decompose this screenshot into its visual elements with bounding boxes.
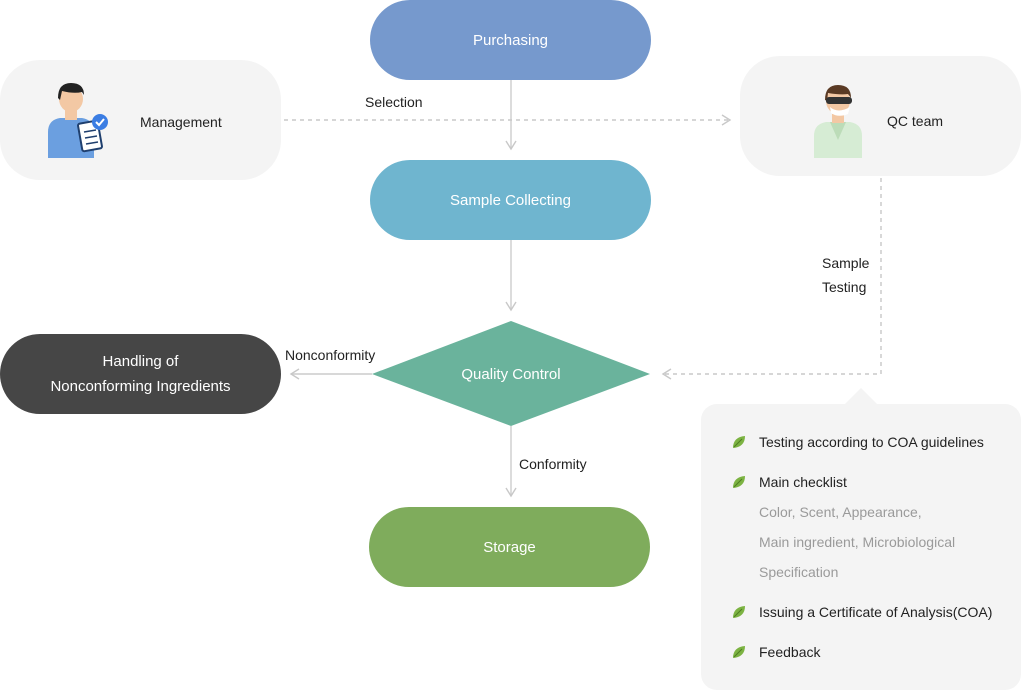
qc-info-panel: Testing according to COA guidelines Main… [701, 404, 1021, 690]
handling-label-line2: Nonconforming Ingredients [50, 378, 231, 395]
nonconformity-label: Nonconformity [285, 347, 376, 363]
leaf-bullet-icon [733, 606, 745, 618]
quality-control-diamond [372, 321, 650, 426]
purchasing-node: Purchasing [370, 0, 651, 80]
manager-avatar-icon [48, 83, 108, 158]
storage-label: Storage [483, 538, 536, 556]
leaf-bullet-icon [733, 476, 745, 488]
info-item-main-checklist: Main checklist [731, 474, 847, 490]
leaf-bullet-icon [733, 646, 745, 658]
quality-control-node: Quality Control [372, 322, 650, 426]
handling-nonconforming-node: Handling of Nonconforming Ingredients [0, 334, 281, 414]
storage-node: Storage [369, 507, 650, 587]
leaf-bullet-icon [733, 436, 745, 448]
conformity-label: Conformity [519, 456, 587, 472]
sample-testing-label-line1: Sample [822, 255, 870, 271]
sample-collecting-label: Sample Collecting [450, 191, 571, 209]
quality-control-label: Quality Control [461, 365, 561, 383]
management-card: Management [0, 60, 281, 180]
arrow-sample-testing [661, 178, 882, 380]
info-item-text: Main checklist [759, 474, 847, 490]
sample-collecting-node: Sample Collecting [370, 160, 651, 240]
checklist-detail-line3: Specification [759, 564, 839, 580]
handling-label-line1: Handling of [102, 353, 179, 370]
sample-testing-label-line2: Testing [822, 279, 867, 295]
info-item-coa-guidelines: Testing according to COA guidelines [731, 434, 984, 450]
info-item-feedback: Feedback [731, 644, 820, 660]
purchasing-label: Purchasing [472, 31, 549, 49]
checklist-detail-line2: Main ingredient, Microbiological [759, 534, 956, 550]
info-item-issuing-coa: Issuing a Certificate of Analysis(COA) [731, 604, 992, 620]
qc-team-card: QC team [740, 56, 1021, 176]
qc-team-label: QC team [887, 113, 944, 129]
qc-technician-avatar-icon [814, 85, 862, 158]
selection-label: Selection [365, 94, 423, 110]
info-panel-pointer [845, 388, 877, 404]
info-item-text: Testing according to COA guidelines [759, 434, 984, 450]
info-item-text: Issuing a Certificate of Analysis(COA) [759, 604, 993, 620]
checklist-detail-line1: Color, Scent, Appearance, [759, 504, 922, 520]
management-label: Management [140, 114, 222, 130]
info-item-text: Feedback [759, 644, 821, 660]
